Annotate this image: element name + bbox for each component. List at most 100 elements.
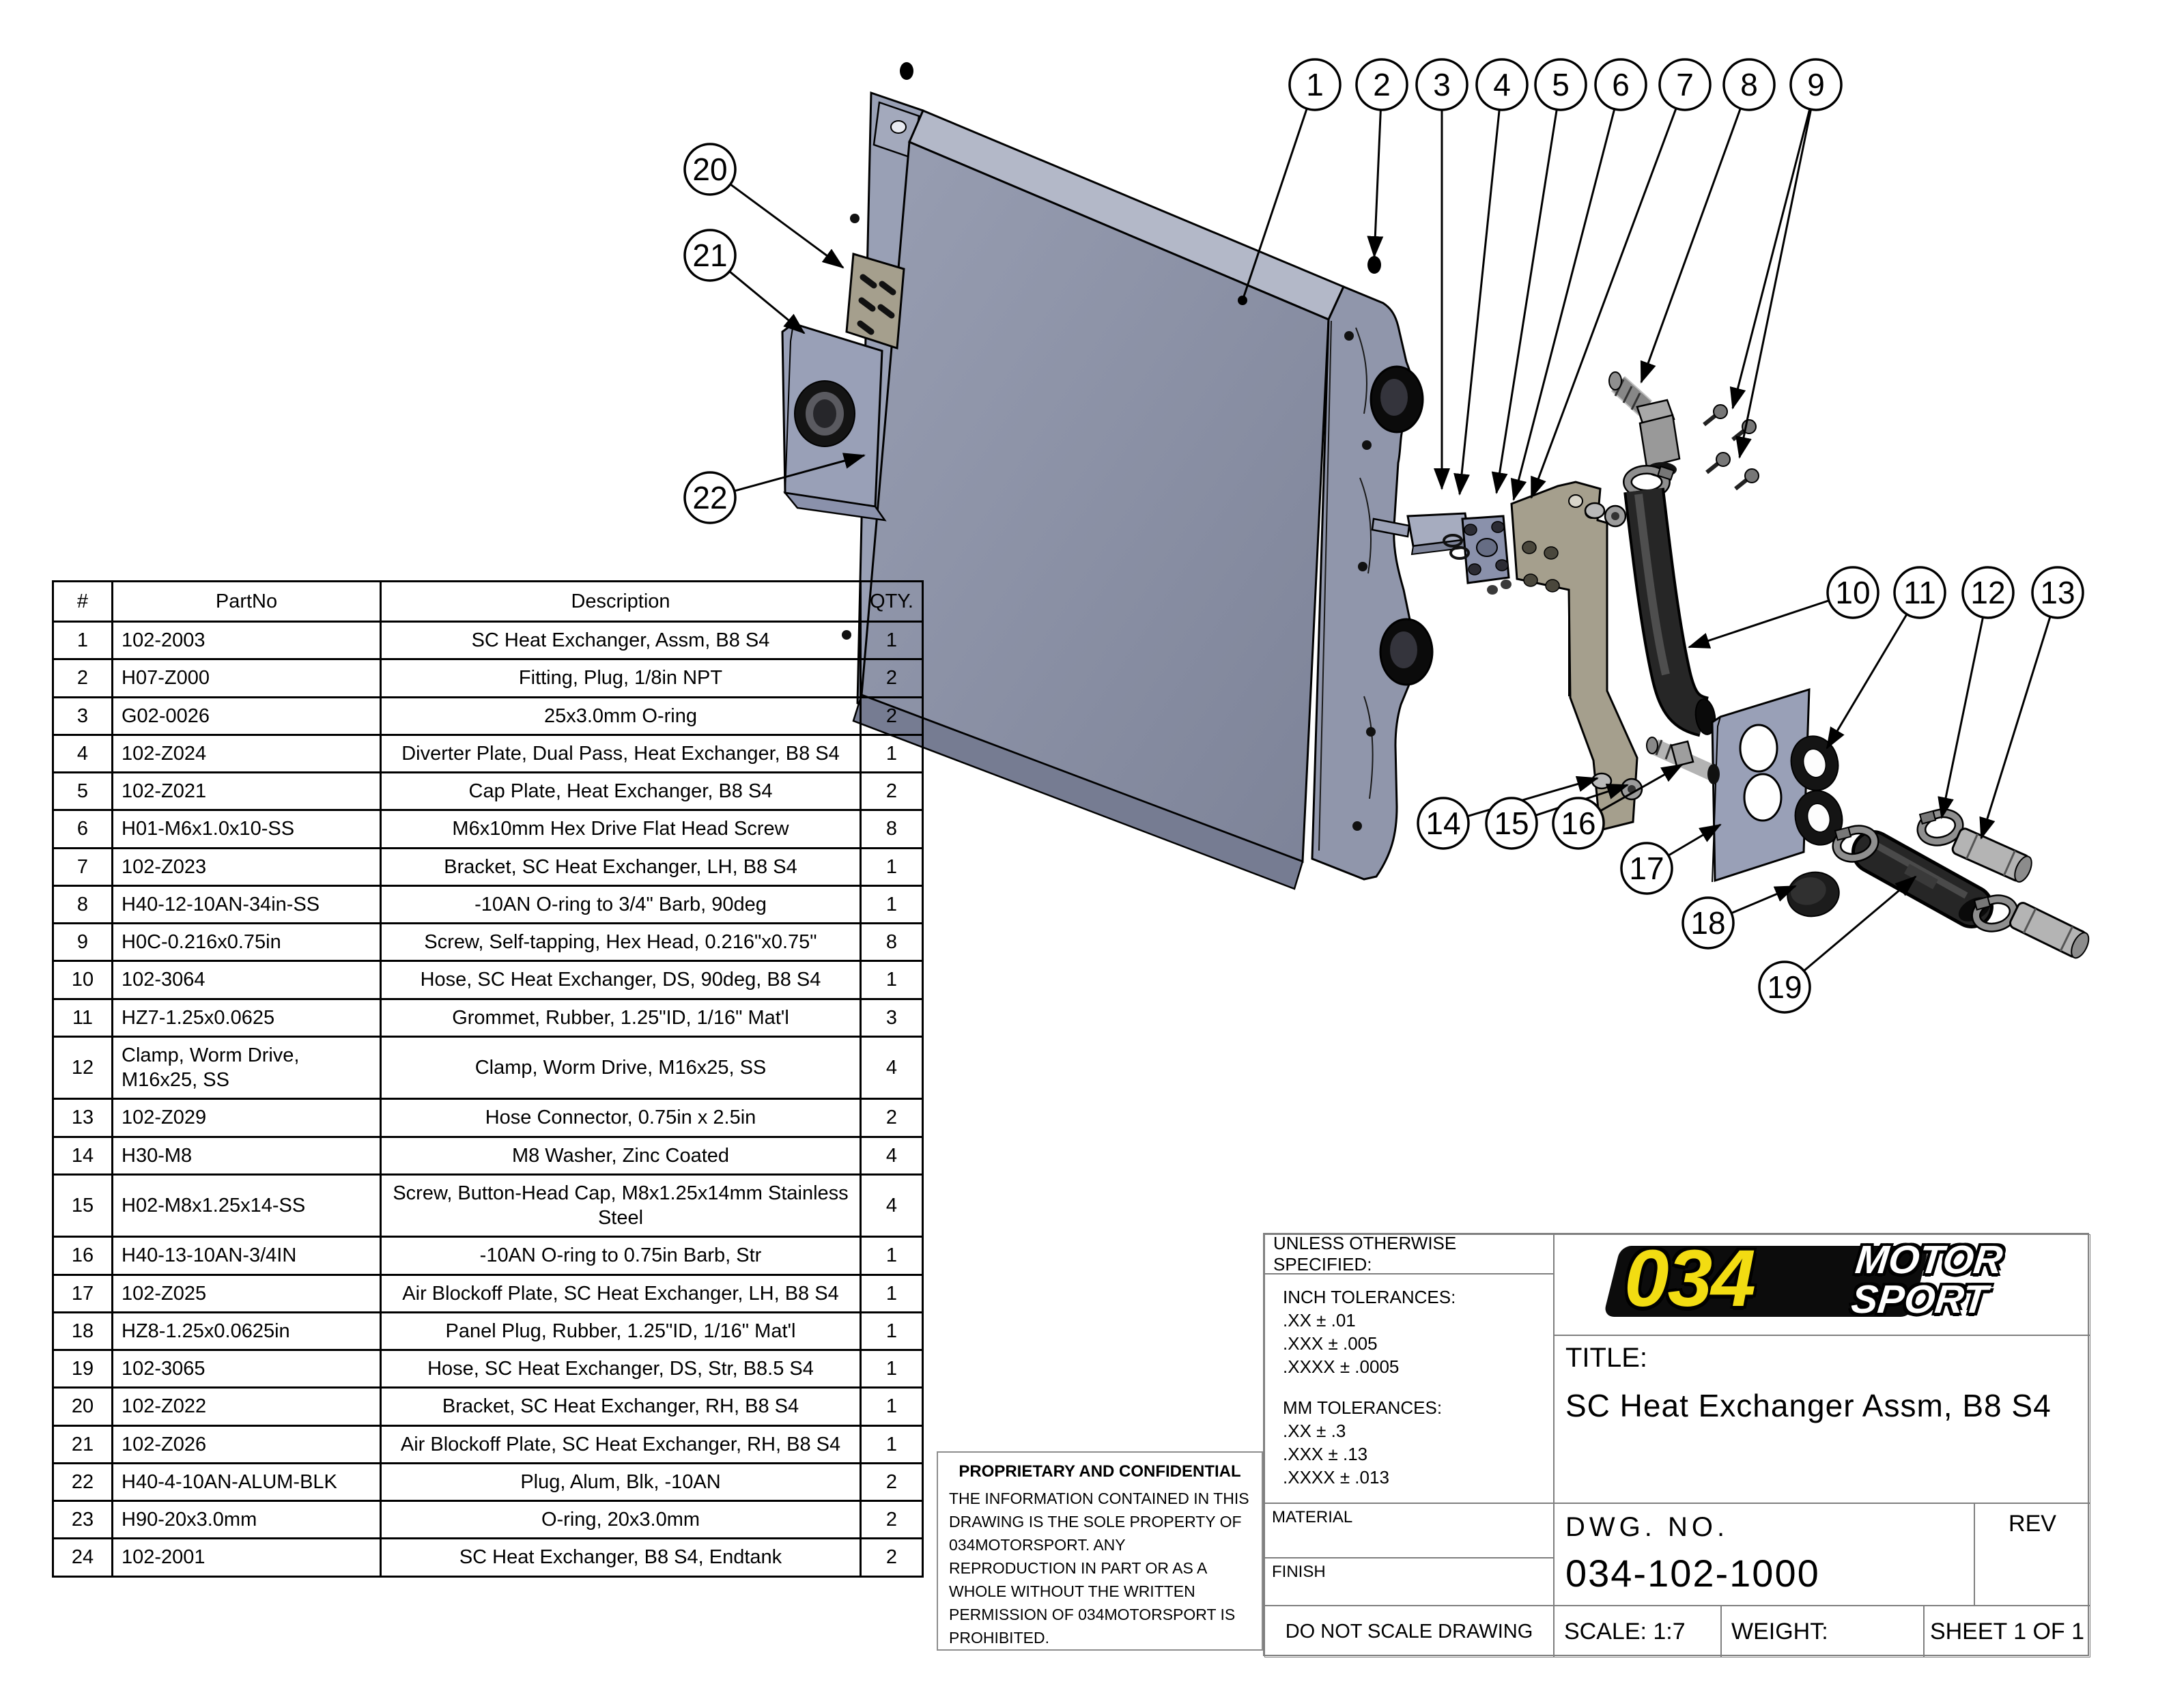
bom-cell-description: -10AN O-ring to 3/4" Barb, 90deg: [380, 884, 862, 925]
balloon-label-1: 1: [1306, 67, 1324, 102]
bom-cell-num: 12: [52, 1035, 113, 1100]
balloon-label-16: 16: [1561, 806, 1595, 841]
air-blockoff-plate-lh: [1711, 687, 1811, 883]
panel-plug: [1787, 871, 1840, 917]
balloon-label-15: 15: [1494, 806, 1529, 841]
bom-cell-qty: 1: [860, 1273, 924, 1313]
balloon-label-6: 6: [1612, 67, 1630, 102]
inch-tol-3: .XXXX ± .0005: [1283, 1356, 1400, 1377]
bom-cell-description: SC Heat Exchanger, Assm, B8 S4: [380, 620, 862, 661]
balloon-9: [1789, 58, 1843, 111]
bom-cell-qty: 1: [860, 846, 924, 887]
balloon-leader-20: [729, 183, 845, 269]
balloon-label-9: 9: [1807, 67, 1825, 102]
balloon-leader-9: [1735, 109, 1813, 459]
balloon-15: [1485, 797, 1538, 850]
balloon-8: [1722, 58, 1776, 111]
bom-cell-partno: Clamp, Worm Drive, M16x25, SS: [111, 1035, 382, 1100]
balloon-19: [1758, 960, 1811, 1014]
balloon-4: [1475, 58, 1529, 111]
bom-cell-qty: 2: [860, 1098, 924, 1138]
bom-cell-num: 14: [52, 1135, 113, 1176]
balloon-10: [1826, 566, 1879, 619]
balloon-label-17: 17: [1629, 851, 1664, 886]
balloon-21: [683, 229, 737, 282]
balloon-leader-16: [1600, 763, 1684, 812]
dwg-no-label: DWG. NO.: [1565, 1512, 1729, 1542]
fitting-plug-top: [900, 62, 913, 80]
balloon-leader-12: [1938, 616, 1985, 819]
straight-fitting: [1646, 737, 1720, 784]
bom-cell-description: -10AN O-ring to 0.75in Barb, Str: [380, 1236, 862, 1276]
title-block: UNLESS OTHERWISE SPECIFIED: INCH TOLERAN…: [1263, 1233, 2090, 1657]
bom-cell-qty: 2: [860, 658, 924, 698]
bom-cell-num: 19: [52, 1348, 113, 1389]
bom-header-desc: Description: [380, 580, 862, 623]
bom-cell-partno: H01-M6x1.0x10-SS: [111, 809, 382, 849]
bom-cell-num: 10: [52, 960, 113, 1000]
self-tapping-screws: [1703, 404, 1759, 491]
bom-cell-partno: 102-3065: [111, 1348, 382, 1389]
heat-exchanger-assembly: [842, 62, 1434, 890]
logo-word-sport: SPORT: [1849, 1277, 1990, 1322]
balloon-label-12: 12: [1970, 575, 2005, 610]
bom-cell-num: 20: [52, 1386, 113, 1427]
hx-port-lower: [1379, 618, 1434, 686]
balloon-leader-5: [1491, 109, 1558, 494]
brand-logo: 034 MOTOR SPORT: [1555, 1235, 2090, 1335]
title-cell: TITLE: SC Heat Exchanger Assm, B8 S4: [1554, 1335, 2090, 1503]
bom-cell-num: 5: [52, 771, 113, 812]
bom-header-qty: QTY.: [860, 580, 924, 623]
bom-cell-num: 21: [52, 1424, 113, 1464]
unless-otherwise-specified: UNLESS OTHERWISE SPECIFIED:: [1264, 1233, 1554, 1275]
bom-header-row: # PartNo Description QTY.: [52, 580, 924, 623]
bom-cell-description: Hose Connector, 0.75in x 2.5in: [380, 1098, 862, 1138]
bom-cell-partno: HZ7-1.25x0.0625: [111, 997, 382, 1038]
bom-cell-description: Air Blockoff Plate, SC Heat Exchanger, R…: [380, 1424, 862, 1464]
bom-cell-partno: 102-2001: [111, 1537, 382, 1578]
bom-cell-description: Clamp, Worm Drive, M16x25, SS: [380, 1035, 862, 1100]
scale-cell: SCALE: 1:7: [1554, 1606, 1721, 1657]
mm-tolerances-header: MM TOLERANCES:: [1283, 1397, 1443, 1418]
bom-cell-qty: 8: [860, 809, 924, 849]
bracket-lh: [1510, 481, 1638, 831]
balloon-leader-17: [1668, 823, 1722, 857]
bom-cell-description: Bracket, SC Heat Exchanger, LH, B8 S4: [380, 846, 862, 887]
bom-cell-partno: 102-Z029: [111, 1098, 382, 1138]
bracket-rh: [845, 253, 905, 350]
bom-cell-qty: 2: [860, 1499, 924, 1540]
bom-cell-num: 7: [52, 846, 113, 887]
bom-cell-num: 8: [52, 884, 113, 925]
bom-cell-qty: 1: [860, 1311, 924, 1352]
balloon-6: [1594, 58, 1647, 111]
weight-cell: WEIGHT:: [1721, 1606, 1924, 1657]
bom-cell-partno: H40-4-10AN-ALUM-BLK: [111, 1462, 382, 1503]
bom-cell-description: Plug, Alum, Blk, -10AN: [380, 1462, 862, 1503]
proprietary-heading: PROPRIETARY AND CONFIDENTIAL: [959, 1462, 1241, 1481]
balloon-12: [1961, 566, 2015, 619]
bom-cell-num: 17: [52, 1273, 113, 1313]
logo-word-motor: MOTOR: [1853, 1238, 2005, 1282]
hx-tank-detail-line: [1318, 320, 1332, 851]
bom-cell-qty: 1: [860, 1424, 924, 1464]
balloon-leader-21: [728, 270, 806, 335]
bom-cell-qty: 1: [860, 620, 924, 661]
balloon-leader-19: [1803, 875, 1917, 972]
balloon-20: [683, 143, 737, 196]
logo-cell: 034 MOTOR SPORT: [1554, 1234, 2090, 1335]
elbow-fitting: [1608, 371, 1681, 477]
bom-cell-num: 1: [52, 620, 113, 661]
bom-cell-qty: 8: [860, 922, 924, 963]
bom-cell-qty: 1: [860, 884, 924, 925]
balloon-leader-10: [1688, 599, 1830, 649]
proprietary-body: THE INFORMATION CONTAINED IN THIS DRAWIN…: [949, 1490, 1249, 1647]
